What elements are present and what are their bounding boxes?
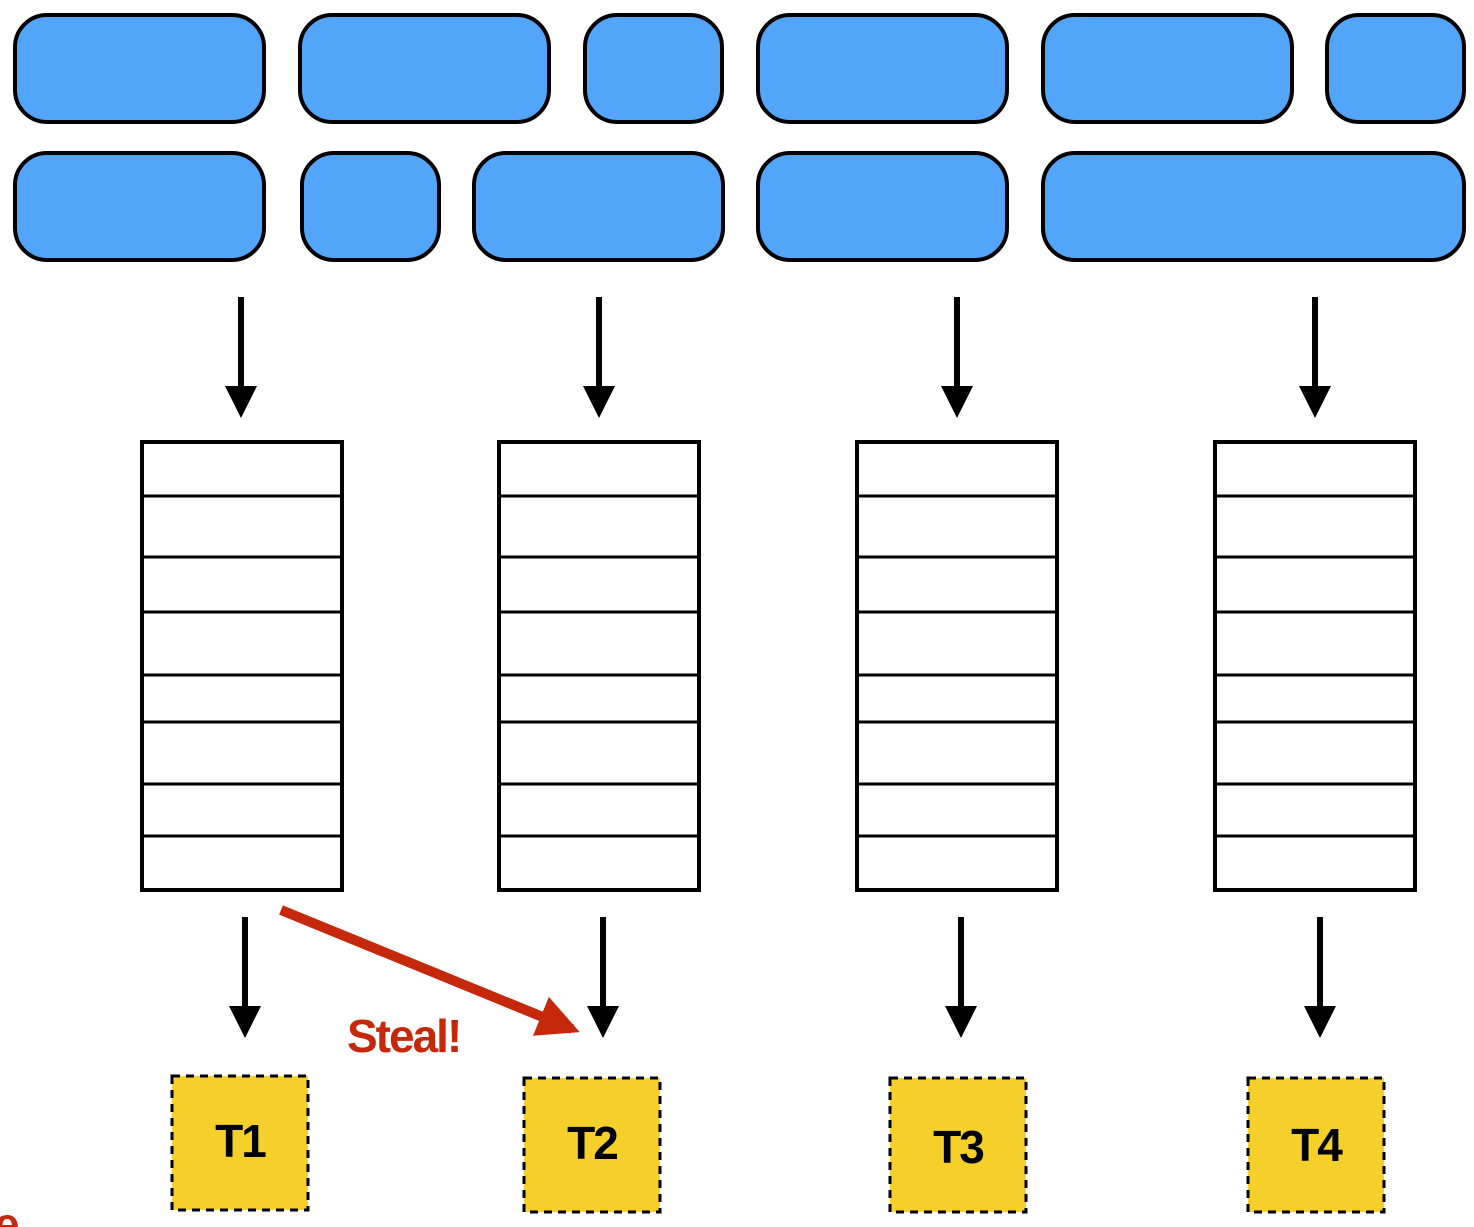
thread-label: T3 <box>933 1121 983 1173</box>
task-block <box>583 13 724 124</box>
queues <box>140 440 1417 892</box>
down-arrow <box>225 297 257 418</box>
task-block <box>756 13 1009 124</box>
task-block <box>1325 13 1466 124</box>
enqueue-arrows <box>225 297 1331 418</box>
task-block <box>472 151 725 262</box>
down-arrow <box>1299 297 1331 418</box>
task-block <box>1041 151 1466 262</box>
down-arrow <box>583 297 615 418</box>
down-arrow <box>941 297 973 418</box>
thread-t1: T1 <box>170 1074 310 1212</box>
task-block <box>298 13 551 124</box>
thread-t3: T3 <box>888 1076 1028 1214</box>
task-block <box>756 151 1009 262</box>
queue-3 <box>855 440 1059 892</box>
threads: T1 T2 T3 T4 <box>170 1074 1386 1214</box>
queue-1 <box>140 440 344 892</box>
cut-off-text: e <box>0 1198 20 1227</box>
thread-label: T4 <box>1291 1119 1343 1171</box>
down-arrow <box>587 917 619 1038</box>
dequeue-arrows <box>229 917 1336 1038</box>
task-row-2 <box>13 151 1466 262</box>
task-block <box>1041 13 1294 124</box>
down-arrow <box>945 917 977 1038</box>
task-block <box>13 151 266 262</box>
task-block <box>13 13 266 124</box>
steal-arrow <box>279 905 580 1036</box>
down-arrow <box>1304 917 1336 1038</box>
steal-label: Steal! <box>347 1010 460 1062</box>
queue-2 <box>497 440 701 892</box>
thread-label: T2 <box>567 1117 617 1169</box>
down-arrow <box>229 917 261 1038</box>
thread-t2: T2 <box>522 1076 662 1214</box>
queue-4 <box>1213 440 1417 892</box>
thread-t4: T4 <box>1246 1076 1386 1214</box>
thread-label: T1 <box>215 1115 266 1167</box>
task-block <box>300 151 441 262</box>
task-row-1 <box>13 13 1466 124</box>
